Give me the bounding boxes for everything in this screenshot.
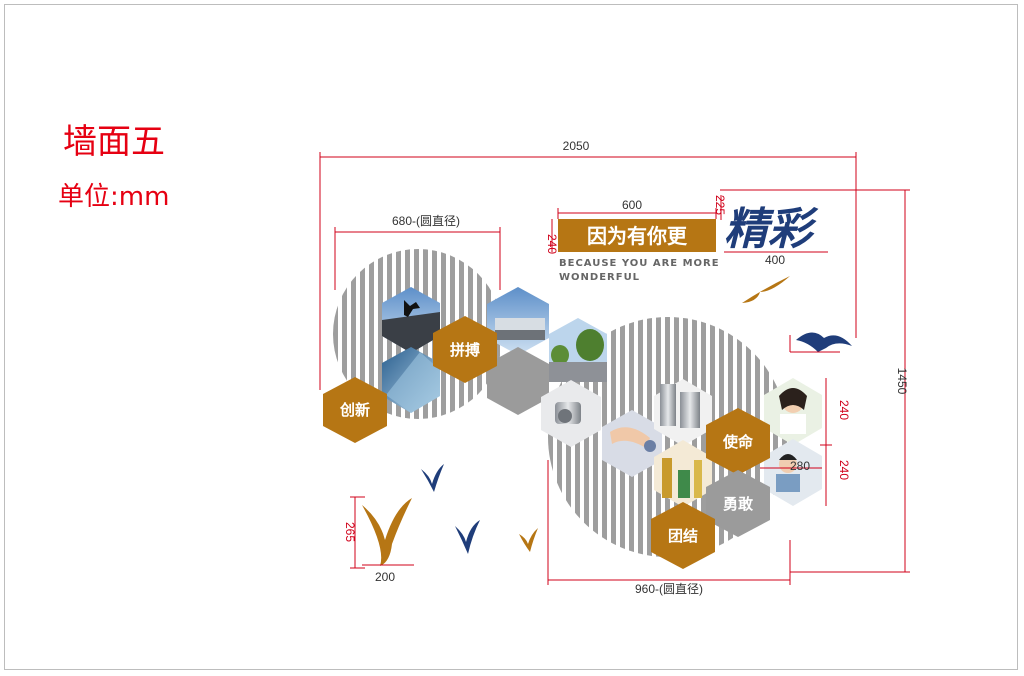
bird-icon: [519, 528, 538, 552]
dim-photo-h2: 240: [837, 460, 851, 480]
dimension-lines: [319, 152, 910, 585]
dim-slogan-height: 240: [545, 234, 559, 254]
photo-hex-lab-liquid: [654, 440, 712, 507]
hex-courage-label: 勇敢: [723, 495, 754, 513]
dim-total-width: 2050: [563, 139, 590, 153]
photo-hex-hand-tech: [602, 410, 662, 477]
stripe: [369, 249, 374, 419]
photo-hex-filters: [654, 379, 712, 446]
hex-unity: 团结: [651, 502, 715, 569]
dim-photo-w: 280: [790, 459, 810, 473]
stripe: [548, 317, 553, 557]
dim-left-circle: 680-(圆直径): [392, 214, 460, 228]
photo-hex-parts: [541, 380, 601, 447]
hex-struggle-label: 拼搏: [450, 341, 480, 359]
slogan-chinese: 因为有你更: [587, 224, 688, 248]
grey-hex: [487, 347, 549, 415]
dim-total-height: 1450: [895, 368, 909, 395]
stripe: [360, 249, 365, 419]
photo-hex-factory: [487, 287, 549, 355]
bird-icon: [742, 276, 790, 303]
slogan-english-2: WONDERFUL: [559, 272, 640, 283]
dim-slogan-width: 600: [622, 198, 642, 212]
slogan-english-1: BECAUSE YOU ARE MORE: [559, 258, 720, 269]
photo-hex-glass-building: [382, 347, 440, 413]
hex-unity-label: 团结: [668, 527, 698, 545]
stripe: [773, 317, 778, 557]
dim-right-circle: 960-(圆直径): [635, 582, 703, 596]
wall-title: 墙面五: [63, 122, 165, 162]
hex-mission: 使命: [706, 408, 770, 475]
hex-struggle: 拼搏: [433, 316, 497, 383]
unit-label: 单位:mm: [58, 182, 170, 212]
stripe: [342, 249, 347, 419]
dim-jc-height: 225: [713, 195, 727, 215]
stripe: [378, 249, 383, 419]
bird-icon: [421, 464, 444, 492]
bird-icon: [455, 520, 480, 554]
hex-courage: 勇敢: [706, 470, 770, 537]
dim-photo-h1: 240: [837, 400, 851, 420]
slogan-box: 因为有你更: [558, 219, 716, 252]
stripe: [333, 249, 338, 419]
stripe: [665, 317, 670, 557]
photo-hex-woman-smile: [764, 378, 822, 445]
photo-hex-leap: [382, 287, 440, 353]
stripe: [593, 317, 598, 557]
hex-innovation-label: 创新: [339, 401, 370, 419]
calligraphy-jingcai: 精彩: [724, 204, 819, 255]
hex-mission-label: 使命: [722, 433, 754, 451]
bird-icon: [362, 498, 412, 566]
photo-hex-trees: [549, 318, 607, 382]
dim-bird-height: 265: [343, 522, 357, 542]
stripe: [351, 249, 356, 419]
drawing-frame: [4, 4, 1018, 670]
hex-innovation: 创新: [323, 377, 387, 443]
dim-jc-width: 400: [765, 253, 785, 267]
dim-bird-width: 200: [375, 570, 395, 584]
stripe: [701, 317, 706, 557]
bird-icon: [796, 332, 852, 352]
